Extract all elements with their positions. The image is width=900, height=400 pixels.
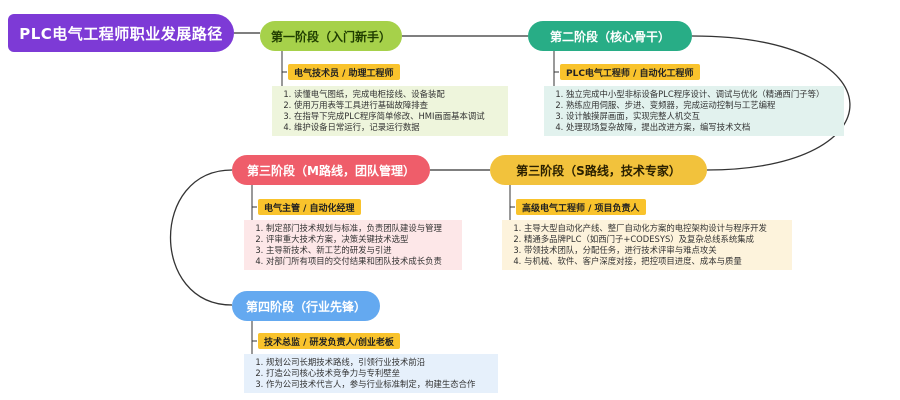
stage3s-label: 第三阶段（S路线，技术专家） xyxy=(516,163,681,178)
stage2-label: 第二阶段（核心骨干） xyxy=(549,29,670,44)
stage2-role: PLC电气工程师 / 自动化工程师 xyxy=(560,64,700,80)
list-item: 设计触摸屏画面，实现完整人机交互 xyxy=(566,111,836,122)
connector-stage2-s xyxy=(691,35,851,171)
stage1-tasks: 读懂电气图纸，完成电柜接线、设备装配 使用万用表等工具进行基础故障排查 在指导下… xyxy=(272,86,508,136)
list-item: 独立完成中小型非标设备PLC程序设计、调试与优化（精通西门子等） xyxy=(566,89,836,100)
list-item: 对部门所有项目的交付结果和团队技术成长负责 xyxy=(266,256,454,267)
stage4-tasks: 规划公司长期技术路线，引领行业技术前沿 打造公司核心技术竞争力与专利壁垒 作为公… xyxy=(244,354,498,393)
list-item: 在指导下完成PLC程序简单修改、HMI画面基本调试 xyxy=(294,111,500,122)
list-item: 精通多品牌PLC（如西门子+CODESYS）及复杂总线系统集成 xyxy=(524,234,784,245)
stage3m-label: 第三阶段（M路线，团队管理） xyxy=(247,163,415,178)
list-item: 维护设备日常运行，记录运行数据 xyxy=(294,122,500,133)
list-item: 评审重大技术方案，决策关键技术选型 xyxy=(266,234,454,245)
list-item: 打造公司核心技术竞争力与专利壁垒 xyxy=(266,368,490,379)
stage3m-pill[interactable]: 第三阶段（M路线，团队管理） xyxy=(232,155,430,185)
stage4-pill[interactable]: 第四阶段（行业先锋） xyxy=(232,291,380,321)
stage3s-pill[interactable]: 第三阶段（S路线，技术专家） xyxy=(490,155,707,185)
stage1-label: 第一阶段（入门新手） xyxy=(270,29,391,44)
stage1-role: 电气技术员 / 助理工程师 xyxy=(288,64,400,80)
connector-m-stage4 xyxy=(169,169,233,306)
stage3m-tasks: 制定部门技术规划与标准，负责团队建设与管理 评审重大技术方案，决策关键技术选型 … xyxy=(244,220,462,270)
list-item: 与机械、软件、客户深度对接，把控项目进度、成本与质量 xyxy=(524,256,784,267)
stage3s-role: 高级电气工程师 / 项目负责人 xyxy=(516,199,646,215)
list-item: 制定部门技术规划与标准，负责团队建设与管理 xyxy=(266,223,454,234)
list-item: 使用万用表等工具进行基础故障排查 xyxy=(294,100,500,111)
stage4-label: 第四阶段（行业先锋） xyxy=(245,299,366,314)
page-title: PLC电气工程师职业发展路径 xyxy=(8,14,234,52)
list-item: 熟练应用伺服、步进、变频器，完成运动控制与工艺编程 xyxy=(566,100,836,111)
list-item: 主导大型自动化产线、整厂自动化方案的电控架构设计与程序开发 xyxy=(524,223,784,234)
list-item: 处理现场复杂故障，提出改进方案，编写技术文档 xyxy=(566,122,836,133)
stage2-tasks: 独立完成中小型非标设备PLC程序设计、调试与优化（精通西门子等） 熟练应用伺服、… xyxy=(544,86,844,136)
stage3s-tasks: 主导大型自动化产线、整厂自动化方案的电控架构设计与程序开发 精通多品牌PLC（如… xyxy=(502,220,792,270)
list-item: 带领技术团队，分配任务，进行技术评审与难点攻关 xyxy=(524,245,784,256)
stage1-pill[interactable]: 第一阶段（入门新手） xyxy=(260,21,402,51)
list-item: 读懂电气图纸，完成电柜接线、设备装配 xyxy=(294,89,500,100)
stage2-pill[interactable]: 第二阶段（核心骨干） xyxy=(528,21,692,51)
list-item: 主导新技术、新工艺的研发与引进 xyxy=(266,245,454,256)
list-item: 作为公司技术代言人，参与行业标准制定，构建生态合作 xyxy=(266,379,490,390)
list-item: 规划公司长期技术路线，引领行业技术前沿 xyxy=(266,357,490,368)
stage4-role: 技术总监 / 研发负责人/创业老板 xyxy=(258,333,400,349)
stage3m-role: 电气主管 / 自动化经理 xyxy=(258,199,361,215)
